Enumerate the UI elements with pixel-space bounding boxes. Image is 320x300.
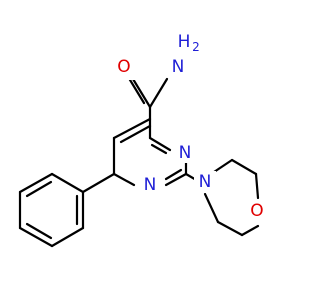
bond-phenyl-3	[18, 226, 54, 248]
bond-morpholine-ca-cb	[230, 158, 258, 176]
bond-morpholine-o-cc	[240, 224, 260, 237]
amide-hydrogen-symbol: H	[178, 32, 191, 52]
bond-morpholine-n-ca	[212, 158, 234, 174]
bond-c5-c4	[112, 117, 152, 140]
morpholine-oxygen-symbol: O	[250, 201, 263, 221]
bond-morpholine-cd-n	[203, 192, 220, 224]
bond-amide-c-n	[148, 77, 169, 109]
bond-phenyl-5	[18, 172, 54, 194]
bond-amide-c-o	[131, 77, 152, 109]
pyrimidine-n3-label: N	[174, 141, 196, 163]
carbonyl-oxygen-symbol: O	[117, 57, 130, 77]
bond-c6-phenyl	[81, 172, 116, 194]
bond-c2-n1	[164, 172, 188, 187]
amide-nitrogen-symbol: N	[172, 57, 185, 77]
atom-label-layer: N H 2 O N N N O	[113, 32, 270, 223]
morpholine-nitrogen-symbol: N	[199, 172, 212, 192]
amide-hydrogen-count: 2	[192, 40, 200, 54]
bond-layer	[18, 73, 260, 248]
pyrimidine-n1-label: N	[139, 174, 161, 196]
bond-n1-c6	[112, 172, 136, 187]
bond-c2-n1-double	[164, 168, 183, 181]
molecule-structure: N H 2 O N N N O	[18, 32, 270, 248]
bond-phenyl-6	[50, 172, 85, 194]
bond-c4-n3	[148, 136, 172, 152]
bond-phenyl-2	[50, 226, 85, 248]
morpholine-oxygen-label: O	[246, 199, 270, 223]
morpholine-nitrogen-label: N	[194, 171, 216, 193]
bond-c5-c4-double	[119, 124, 152, 144]
carbonyl-oxygen-label: O	[113, 56, 137, 80]
pyrimidine-n1-symbol: N	[144, 175, 157, 195]
amide-nitrogen-label: N H 2	[170, 32, 200, 80]
bond-morpholine-cb-o	[254, 172, 260, 200]
bond-phenyl-3-inner	[25, 222, 53, 240]
bond-morpholine-cc-cd	[216, 220, 244, 237]
bond-c4-n3-double	[150, 143, 168, 155]
bond-phenyl-5-inner	[25, 180, 53, 198]
pyrimidine-n3-symbol: N	[179, 143, 192, 163]
